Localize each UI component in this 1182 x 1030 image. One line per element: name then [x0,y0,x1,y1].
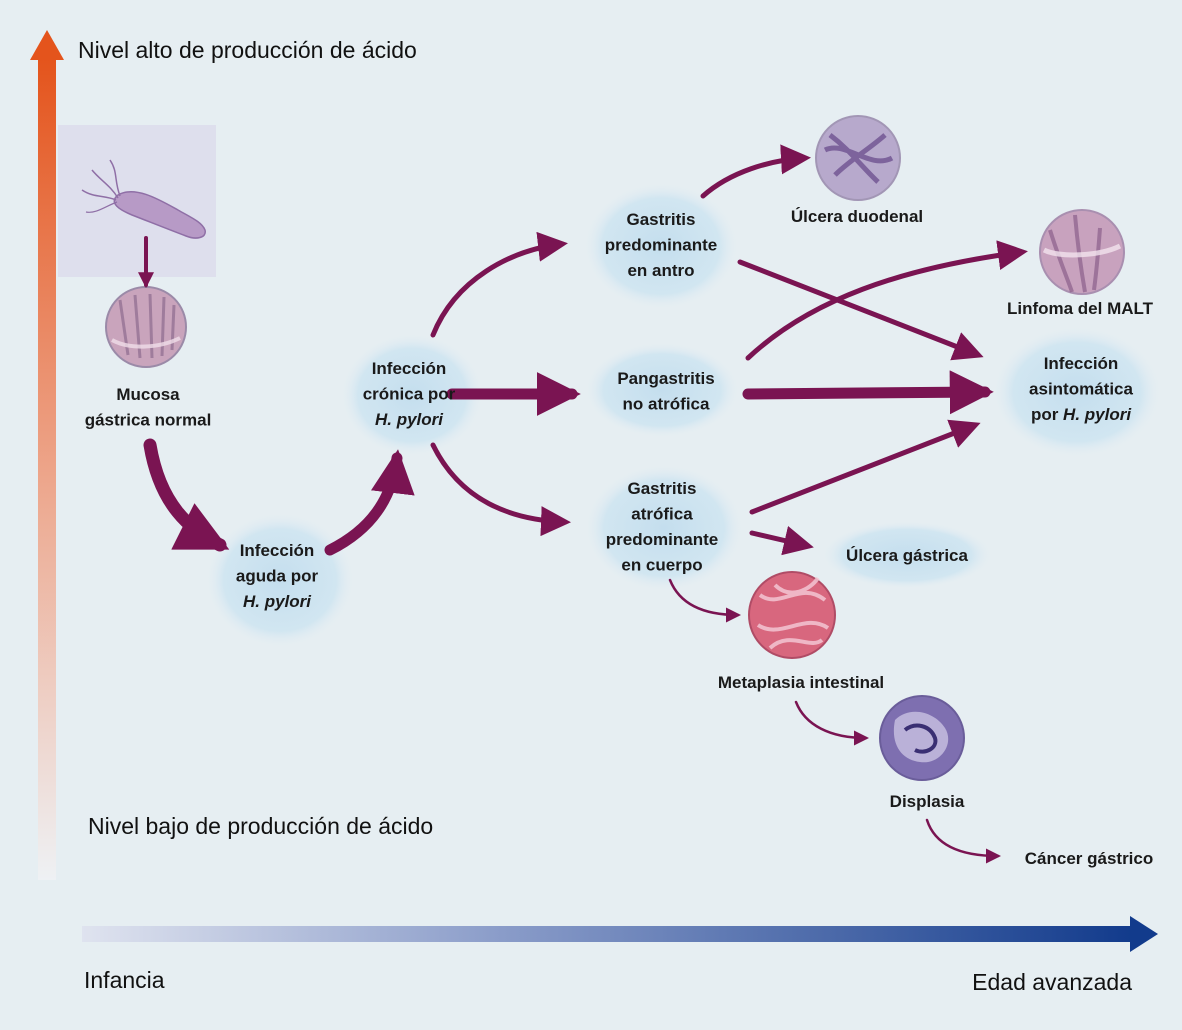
node-label-line: Linfoma del MALT [1007,299,1154,318]
histology-micrograph-icon [879,695,965,781]
histology-micrograph-icon [1039,209,1125,295]
node-cancer-label: Cáncer gástrico [1025,849,1154,868]
node-linfoma-label: Linfoma del MALT [1007,299,1154,318]
node-label-line: Gastritis [627,210,696,229]
y-axis [30,30,64,880]
node-label-line: Infección [372,359,447,378]
arrow-cronica-atrofica [430,442,571,537]
bacterium-panel [58,125,216,277]
node-label-line: Mucosa [116,385,180,404]
arrow-atrofica-ulcera-gastrica [749,525,814,556]
node-antro-label: Gastritis predominante en antro [605,210,717,280]
node-bubbles [205,182,1162,648]
x-axis-bar [82,926,1132,942]
node-label-line: Displasia [890,792,965,811]
node-label-line: Infección [240,541,315,560]
node-label-line: en cuerpo [621,556,702,575]
histology-images [105,115,1125,781]
node-ulcera-gastrica-label: Úlcera gástrica [846,546,968,565]
arrow-atrofica-asintomatica [749,419,981,515]
bubble-cronica [340,333,484,457]
helicobacter-bacterium-icon [81,159,206,239]
x-axis-left-label: Infancia [84,967,165,993]
node-label-line: Metaplasia intestinal [718,673,884,692]
node-label-line: no atrófica [623,395,710,414]
node-label-line: por H. pylori [1031,405,1132,424]
species-name: H. pylori [243,592,312,611]
histology-micrograph-icon [748,571,836,659]
species-name: H. pylori [375,410,444,429]
arrow-mucosa-aguda [143,438,230,552]
node-label-line: Cáncer gástrico [1025,849,1154,868]
arrow-displasia-cancer [925,818,1001,864]
node-label-line: atrófica [631,505,693,524]
node-ulcera-duodenal-label: Úlcera duodenal [791,207,923,226]
node-label-line: Gastritis [628,479,697,498]
node-labels: Mucosa gástrica normal Infección aguda por… [85,207,1154,868]
arrow-antro-asintomatica [737,259,984,361]
arrow-aguda-cronica [324,449,415,556]
node-label-line: Pangastritis [617,369,714,388]
bubble-antro [583,182,739,310]
arrow-pangastritis-asintomatica [742,370,994,415]
arrow-antro-ulcera-duodenal [700,144,811,199]
bubble-atrofica [584,464,744,592]
node-label-line: Infección [1044,354,1119,373]
node-asintomatica-label: Infección asintomática por H. pylori [1029,354,1133,424]
node-pangastritis-label: Pangastritis no atrófica [617,369,714,414]
node-cronica-label: Infección crónica por H. pylori [363,359,456,429]
bubble-aguda [205,512,355,648]
arrow-metaplasia-displasia [794,700,869,746]
node-label-line: Úlcera gástrica [846,546,968,565]
y-axis-bar [38,58,56,880]
node-metaplasia-label: Metaplasia intestinal [718,673,884,692]
y-axis-bottom-label: Nivel bajo de producción de ácido [88,813,433,839]
bubble-ulcera-gastrica [821,521,993,589]
node-label-line: predominante [605,236,717,255]
histology-micrograph-icon [105,286,187,368]
y-axis-top-label: Nivel alto de producción de ácido [78,37,417,63]
node-aguda-label: Infección aguda por H. pylori [236,541,319,611]
node-label-line: gástrica normal [85,411,212,430]
node-atrofica-label: Gastritis atrófica predominante en cuerpo [606,479,718,575]
node-label-line: H. pylori [375,410,444,429]
histology-micrograph-icon [815,115,901,201]
x-axis-right-label: Edad avanzada [972,969,1132,995]
node-label-line: aguda por [236,567,319,586]
node-label-line: Úlcera duodenal [791,207,923,226]
node-label-line: H. pylori [243,592,312,611]
arrow-cronica-antro [430,231,568,338]
x-axis-arrowhead [1130,916,1158,952]
node-label-line: en antro [627,261,694,280]
arrows [138,144,1028,864]
node-label-line: predominante [606,530,718,549]
node-label-line: crónica por [363,385,456,404]
y-axis-arrowhead [30,30,64,60]
node-displasia-label: Displasia [890,792,965,811]
arrow-pangastritis-linfoma [745,240,1028,361]
node-label-line: asintomática [1029,380,1133,399]
bubble-asintomatica [992,326,1162,458]
node-mucosa-label: Mucosa gástrica normal [85,385,212,430]
species-name: H. pylori [1063,405,1132,424]
bubble-pangastritis [584,342,740,438]
arrow-atrofica-metaplasia [668,578,741,623]
x-axis [82,916,1158,952]
